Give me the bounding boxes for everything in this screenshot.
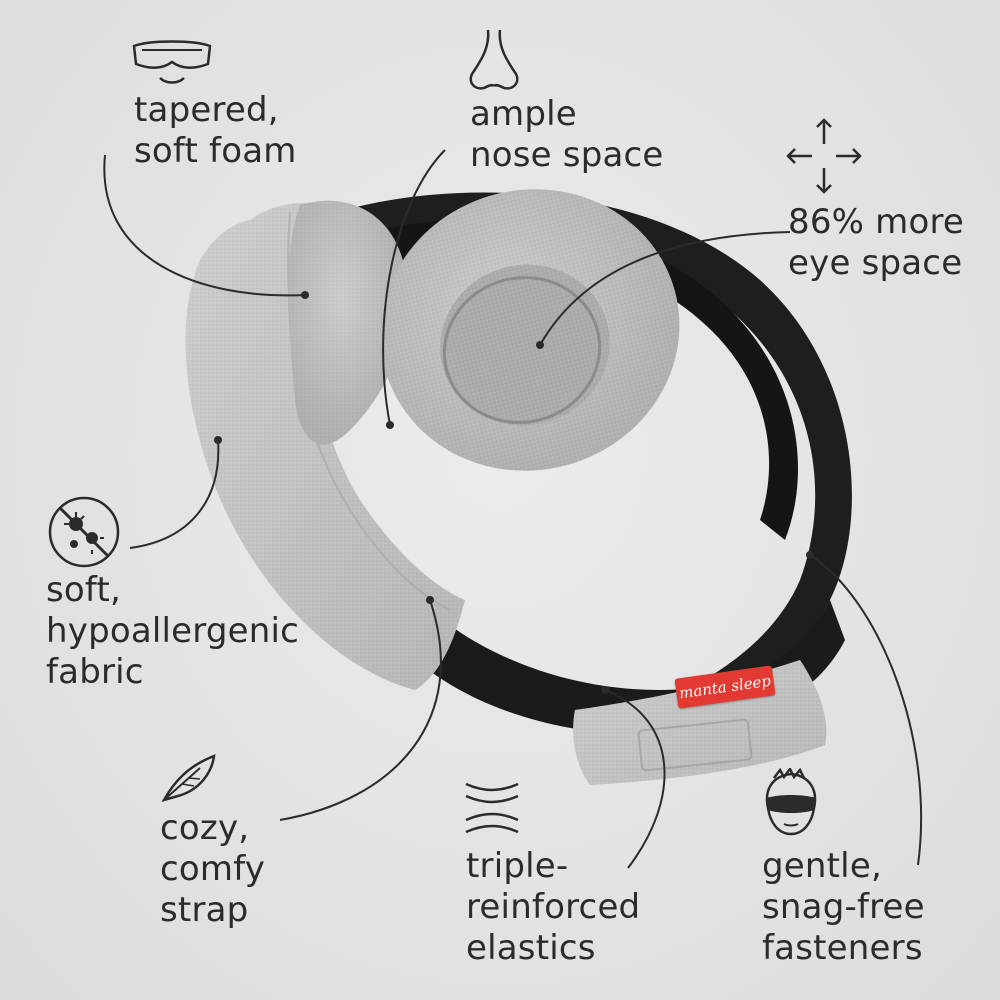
feature-line: fabric [46,651,144,692]
feature-reinforced-elastics: triple- reinforced elastics [466,846,640,968]
feature-line: cozy, [160,808,250,848]
right-eye-cup [380,189,680,471]
feature-line: tapered, [134,90,279,130]
feature-line: hypoallergenic [46,610,300,651]
feature-line: snag-free [762,886,925,927]
feature-hypoallergenic-fabric: soft, hypoallergenic fabric [46,570,299,692]
strap-inner [345,219,799,540]
feature-line: comfy [160,848,266,889]
feature-line: soft foam [134,130,297,171]
no-allergen-icon [48,496,120,568]
feature-line: 86% more [788,202,965,242]
leader-lines [103,149,923,869]
head-with-mask-icon [765,768,817,836]
stretch-lines-icon [465,782,519,834]
feature-line: fasteners [762,927,923,968]
feature-line: gentle, [762,846,882,886]
goggles-mask-icon [132,40,212,84]
feature-line: triple- [466,846,569,886]
feature-line: eye space [788,242,963,283]
feature-line: strap [160,889,249,930]
feature-comfy-strap: cozy, comfy strap [160,808,265,930]
feature-snag-free-fasteners: gentle, snag-free fasteners [762,846,925,968]
feature-nose-space: ample nose space [470,94,664,176]
nose-icon [469,29,519,90]
feature-line: ample [470,94,577,134]
leader-dots [214,291,814,694]
four-arrows-expand-icon [786,118,862,194]
feature-line: elastics [466,927,596,968]
feature-line: soft, [46,570,122,610]
feature-eye-space: 86% more eye space [788,202,964,284]
feature-line: reinforced [466,886,641,927]
feature-tapered-foam: tapered, soft foam [134,90,297,172]
left-eye-cup [288,200,408,445]
feature-line: nose space [470,134,664,175]
feather-icon [161,754,216,803]
